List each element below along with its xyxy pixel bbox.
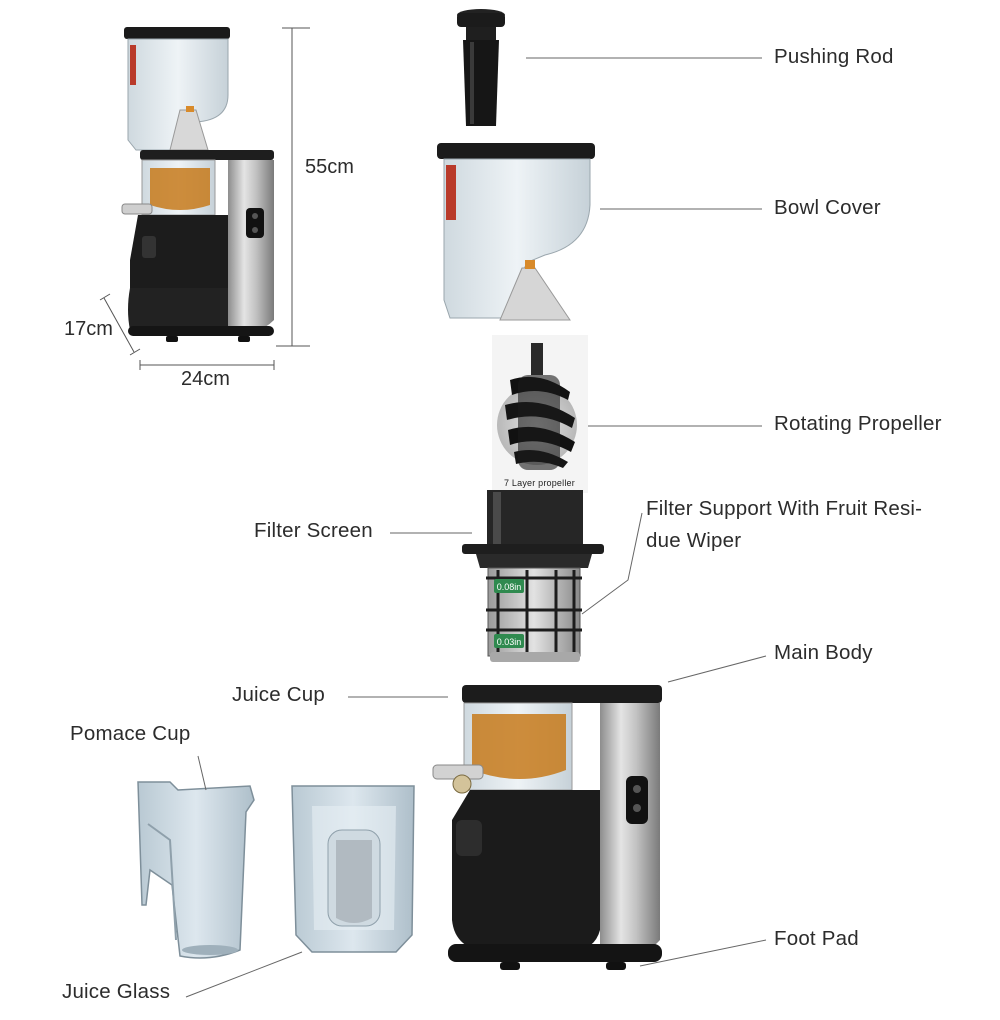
label-main-body: Main Body (774, 641, 873, 664)
label-juice-glass: Juice Glass (62, 980, 171, 1003)
juice-glass (291, 785, 415, 953)
filter-badge-bottom (494, 634, 524, 648)
label-filter-support-line1: Filter Support With Fruit Resi- (646, 497, 923, 520)
dimension-lines (99, 27, 310, 370)
pushing-rod (457, 9, 505, 126)
filter-badge-bottom-text: 0.03in (497, 637, 522, 647)
leader-lines (185, 57, 767, 998)
dimension-width: 24cm (181, 368, 230, 390)
label-filter-support-line2: due Wiper (646, 529, 742, 552)
label-filter-screen: Filter Screen (254, 519, 373, 542)
filter-badge-top-text: 0.08in (497, 582, 522, 592)
bowl-cover (437, 143, 595, 321)
label-propeller-caption: 7 Layer propeller (504, 478, 575, 488)
pomace-cup (137, 781, 255, 959)
label-pushing-rod: Pushing Rod (774, 45, 894, 68)
filter-badge-top (494, 579, 524, 593)
label-pomace-cup: Pomace Cup (70, 722, 191, 745)
dimension-depth: 17cm (64, 318, 113, 340)
dimension-height: 55cm (305, 156, 354, 178)
label-bowl-cover: Bowl Cover (774, 196, 881, 219)
rotating-propeller (492, 335, 588, 493)
label-juice-cup: Juice Cup (232, 683, 325, 706)
main-body (432, 685, 662, 970)
label-rotating-propeller: Rotating Propeller (774, 412, 942, 435)
label-foot-pad: Foot Pad (774, 927, 859, 950)
assembled-juicer (121, 27, 274, 342)
filter-assembly: 0.08in 0.03in (462, 490, 604, 662)
